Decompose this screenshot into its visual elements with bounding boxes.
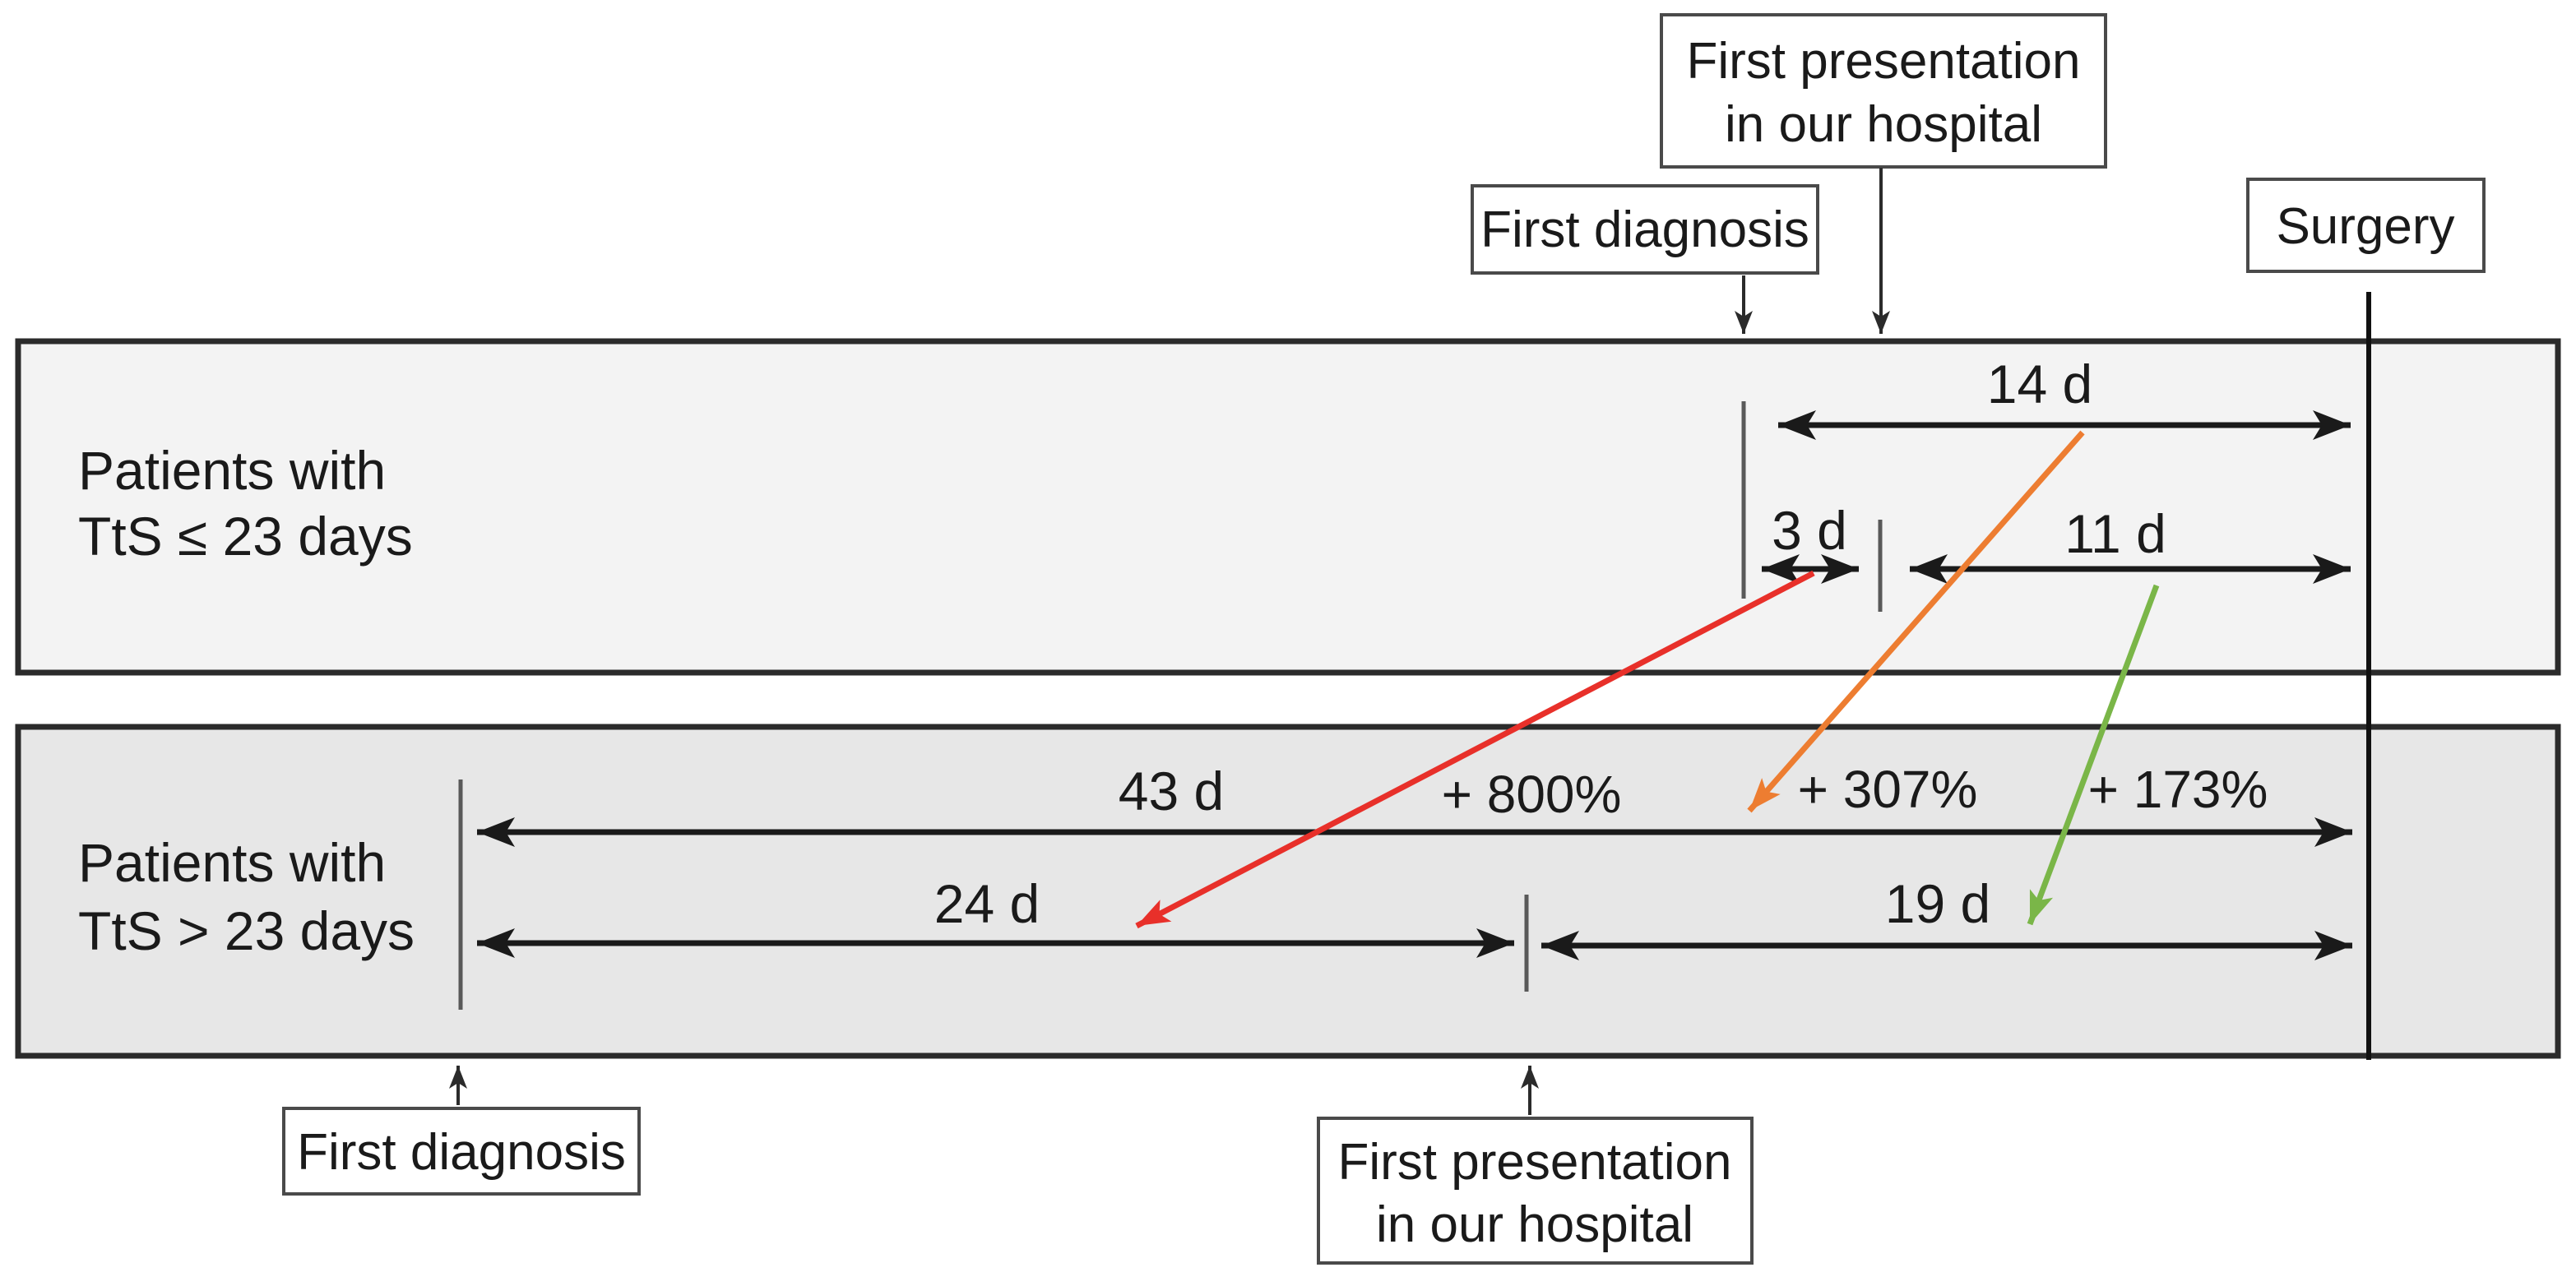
row2-interval-19d-label: 19 d [1885, 873, 1990, 934]
first-diagnosis-top-label: First diagnosis [1480, 201, 1809, 258]
band-tts-le-23 [15, 338, 2561, 676]
row2-interval-43d-label: 43 d [1119, 761, 1224, 821]
row2-label-line2: TtS > 23 days [78, 900, 415, 961]
delta-800-label: + 800% [1442, 765, 1622, 824]
surgery-label: Surgery [2276, 198, 2454, 255]
row1-interval-3d-label: 3 d [1772, 500, 1847, 561]
first-diagnosis-top-box [1471, 184, 1819, 275]
band-tts-gt-23 [15, 724, 2561, 1059]
first-presentation-top-line2: in our hospital [1725, 96, 2042, 153]
first-presentation-top-line1: First presentation [1687, 33, 2081, 90]
first-presentation-top-box [1660, 13, 2107, 169]
first-presentation-bottom-box [1317, 1117, 1754, 1265]
delta-173-arrow [2027, 584, 2160, 926]
row2-interval-24d-label: 24 d [934, 873, 1040, 934]
first-diagnosis-bottom-label: First diagnosis [297, 1124, 626, 1181]
row1-label-line2: TtS ≤ 23 days [78, 506, 413, 567]
first-diagnosis-bottom-box [282, 1107, 641, 1196]
surgery-box [2246, 178, 2486, 273]
delta-173-label: + 173% [2088, 760, 2268, 819]
row1-interval-14d-label: 14 d [1987, 354, 2092, 414]
row1-interval-11d-label: 11 d [2064, 503, 2166, 564]
row1-label-line1: Patients with [78, 440, 386, 501]
delta-307-label: + 307% [1798, 760, 1978, 819]
row2-label-line1: Patients with [78, 832, 386, 893]
delta-800-arrow [1135, 570, 1815, 929]
first-presentation-bottom-line1: First presentation [1338, 1134, 1732, 1191]
delta-307-arrow [1747, 430, 2085, 813]
first-presentation-bottom-line2: in our hospital [1376, 1196, 1693, 1253]
